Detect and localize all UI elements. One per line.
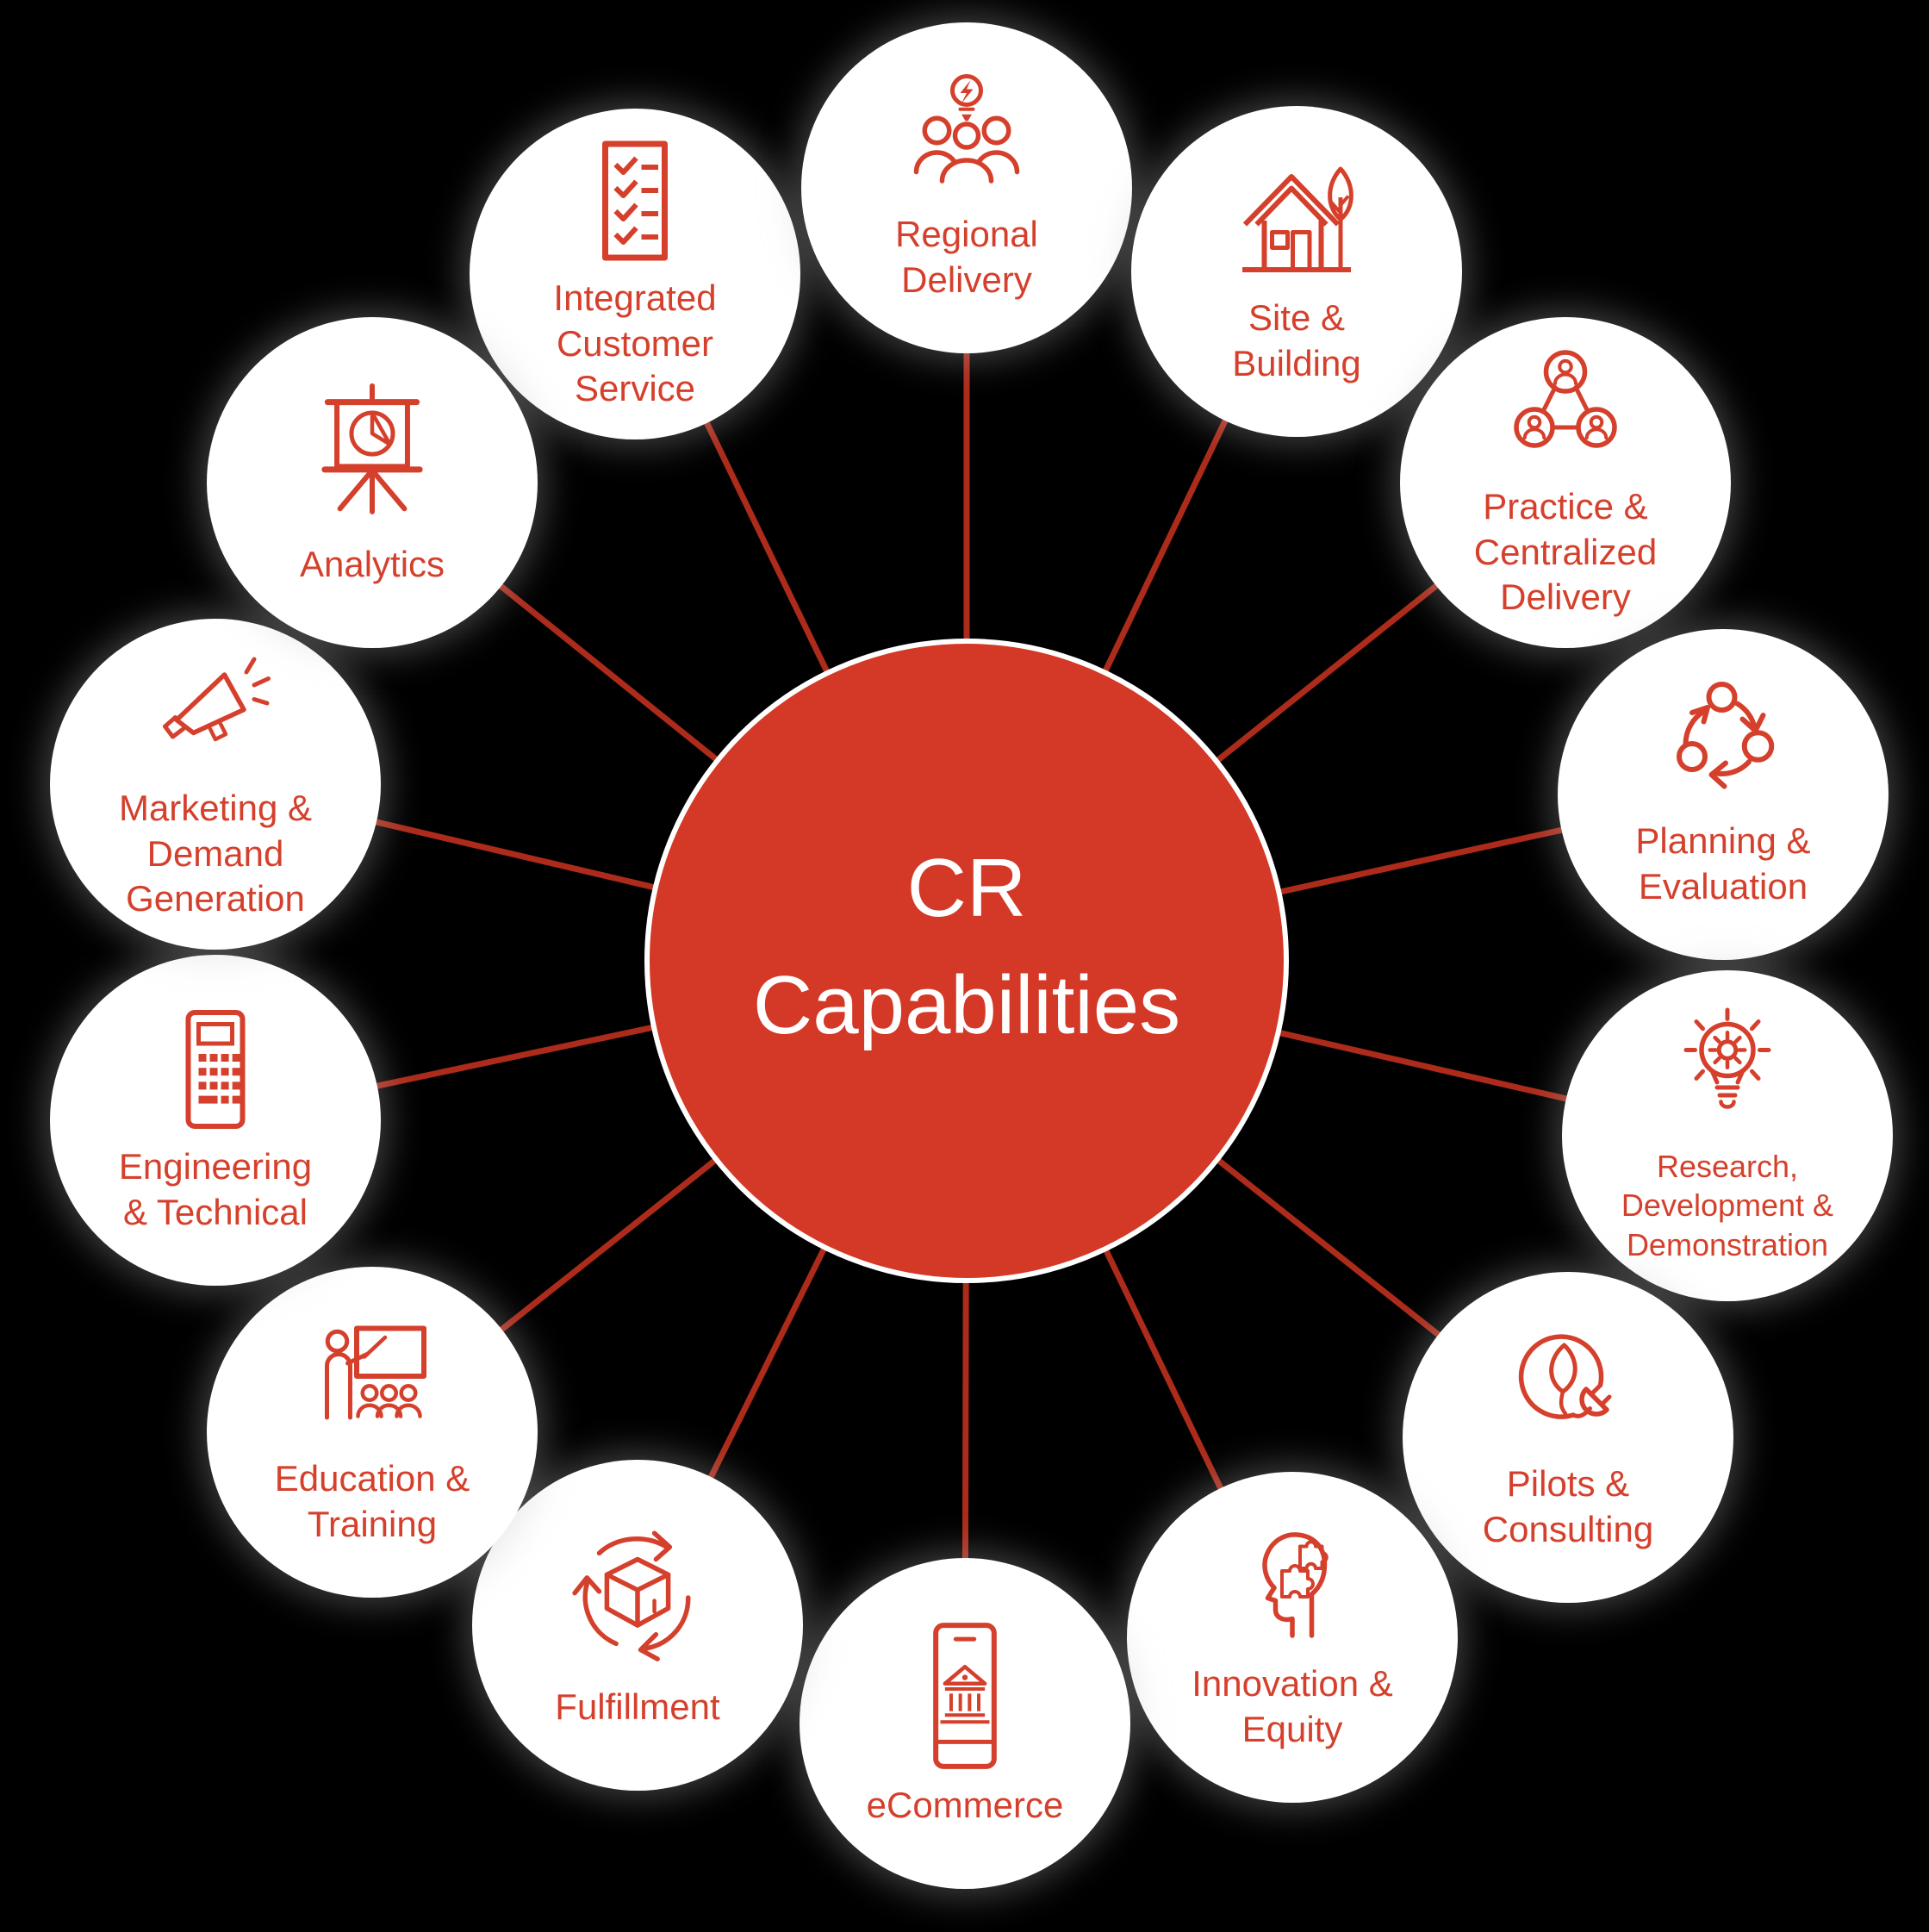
- node-label: Engineering & Technical: [118, 1146, 313, 1232]
- team-idea-icon: [902, 72, 1031, 202]
- node-innovation-equity: Innovation & Equity: [1127, 1472, 1458, 1803]
- node-label: Site & Building: [1232, 297, 1361, 383]
- leaf-plug-icon: [1503, 1322, 1633, 1451]
- node-label: Education & Training: [274, 1458, 470, 1544]
- node-label: Pilots & Consulting: [1482, 1463, 1654, 1549]
- mobile-bank-icon: [888, 1619, 1042, 1773]
- node-engineering-technical: Engineering & Technical: [50, 955, 381, 1286]
- node-analytics: Analytics: [207, 317, 538, 648]
- node-label: Innovation & Equity: [1192, 1663, 1393, 1749]
- training-icon: [308, 1317, 437, 1446]
- node-pilots-consulting: Pilots & Consulting: [1403, 1272, 1733, 1603]
- checklist-icon: [570, 136, 700, 265]
- node-marketing-demand-generation: Marketing & Demand Generation: [50, 619, 381, 950]
- node-label: Marketing & Demand Generation: [118, 787, 313, 919]
- node-planning-evaluation: Planning & Evaluation: [1558, 629, 1889, 960]
- node-regional-delivery: Regional Delivery: [801, 22, 1132, 353]
- megaphone-icon: [151, 646, 280, 776]
- package-cycle-icon: [561, 1521, 714, 1674]
- head-puzzle-icon: [1228, 1522, 1357, 1651]
- presentation-chart-icon: [296, 378, 449, 532]
- node-site-building: Site & Building: [1131, 106, 1462, 437]
- node-practice-centralized-delivery: Practice & Centralized Delivery: [1400, 317, 1731, 648]
- node-label: Planning & Evaluation: [1635, 820, 1811, 907]
- node-label: Regional Delivery: [895, 214, 1038, 300]
- node-label: Analytics: [299, 543, 445, 584]
- hub-cr-capabilities: CR Capabilities: [644, 639, 1289, 1283]
- node-label: Fulfillment: [555, 1686, 720, 1727]
- node-education-training: Education & Training: [207, 1267, 538, 1598]
- calculator-icon: [151, 1005, 280, 1134]
- people-network-icon: [1501, 345, 1630, 474]
- process-cycle-icon: [1658, 679, 1788, 808]
- node-label: eCommerce: [866, 1784, 1064, 1825]
- node-label: Integrated Customer Service: [553, 277, 717, 409]
- node-label: Practice & Centralized Delivery: [1473, 485, 1658, 618]
- node-label: Research, Development & Demonstration: [1621, 1148, 1834, 1262]
- house-tree-icon: [1232, 156, 1361, 285]
- node-fulfillment: Fulfillment: [472, 1460, 803, 1791]
- hub-label: CR Capabilities: [752, 841, 1181, 1051]
- node-research-development-demonstration: Research, Development & Demonstration: [1562, 970, 1893, 1301]
- node-integrated-customer-service: Integrated Customer Service: [470, 109, 800, 439]
- idea-gear-icon: [1663, 1007, 1792, 1137]
- node-ecommerce: eCommerce: [800, 1558, 1130, 1889]
